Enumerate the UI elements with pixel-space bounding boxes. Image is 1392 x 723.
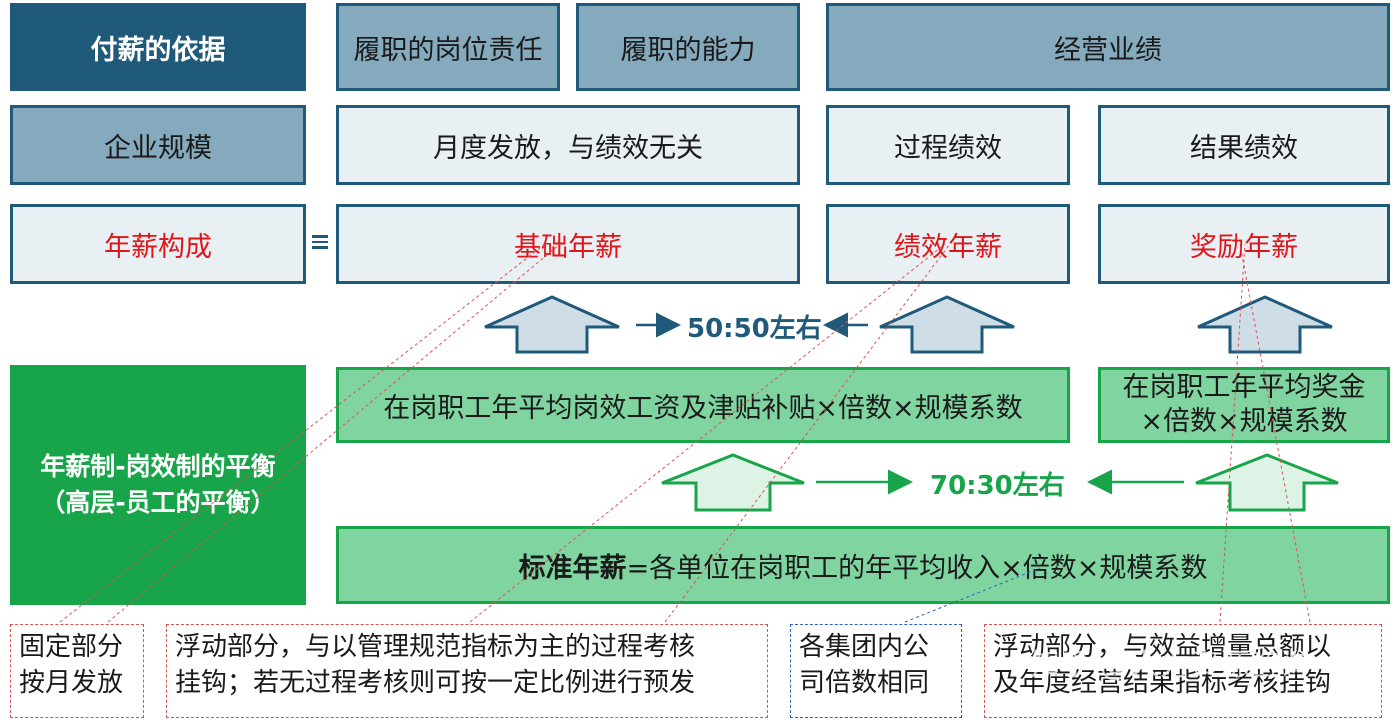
standard-salary-box: 标准年薪=各单位在岗职工的年平均收入×倍数×规模系数 xyxy=(336,526,1390,604)
connector-process-1 xyxy=(469,243,946,623)
connector-fixed-1 xyxy=(59,243,546,623)
performance-salary-cell: 绩效年薪 xyxy=(826,204,1070,284)
connector-result-1 xyxy=(1219,243,1246,623)
note-process-part: 浮动部分，与以管理规范指标为主的过程考核 挂钩；若无过程考核则可按一定比例进行预… xyxy=(166,624,768,718)
up-arrow-base xyxy=(484,295,620,354)
formula-right-line1: 在岗职工年平均奖金 xyxy=(1122,372,1366,403)
ability-header: 履职的能力 xyxy=(576,3,800,91)
process-performance-cell: 过程绩效 xyxy=(826,105,1070,185)
balance-label: 年薪制-岗效制的平衡 （高层-员工的平衡） xyxy=(10,365,306,605)
note-result-line2: 及年度经营结果指标考核挂钩 xyxy=(993,668,1332,698)
base-salary-cell: 基础年薪 xyxy=(336,204,800,284)
note-result-part: 浮动部分，与效益增量总额以 及年度经营结果指标考核挂钩 xyxy=(984,624,1382,718)
result-performance-cell: 结果绩效 xyxy=(1098,105,1390,185)
formula-right-line2: ×倍数×规模系数 xyxy=(1140,406,1348,437)
note-fixed-line1: 固定部分 xyxy=(19,632,124,662)
performance-header: 经营业绩 xyxy=(826,3,1390,91)
equals-icon xyxy=(312,235,328,249)
annual-salary-label: 年薪构成 xyxy=(10,204,306,284)
up-arrow-reward xyxy=(1197,295,1333,354)
note-multiplier-line2: 司倍数相同 xyxy=(799,668,930,698)
connector-fixed-2 xyxy=(107,243,561,623)
standard-salary-rest: =各单位在岗职工的年平均收入×倍数×规模系数 xyxy=(626,552,1208,584)
up-arrow-green-right xyxy=(1195,453,1339,512)
balance-line1: 年薪制-岗效制的平衡 xyxy=(40,452,276,481)
balance-line2: （高层-员工的平衡） xyxy=(40,488,276,517)
ratio-70-30: 70:30左右 xyxy=(930,471,1065,501)
note-fixed-line2: 按月发放 xyxy=(19,668,124,698)
note-process-line1: 浮动部分，与以管理规范指标为主的过程考核 xyxy=(175,632,696,662)
formula-left: 在岗职工年平均岗效工资及津贴补贴×倍数×规模系数 xyxy=(336,367,1070,443)
scale-label: 企业规模 xyxy=(10,105,306,185)
connector-process-2 xyxy=(664,243,951,623)
formula-right: 在岗职工年平均奖金 ×倍数×规模系数 xyxy=(1098,367,1390,443)
note-multiplier: 各集团内公 司倍数相同 xyxy=(790,624,962,718)
position-responsibility-header: 履职的岗位责任 xyxy=(336,3,560,91)
ratio-50-50: 50:50左右 xyxy=(687,314,822,344)
note-result-line1: 浮动部分，与效益增量总额以 xyxy=(993,632,1332,662)
note-fixed-part: 固定部分 按月发放 xyxy=(10,624,144,718)
connector-result-2 xyxy=(1239,243,1311,623)
connector-multiplier xyxy=(904,567,1041,623)
monthly-pay-cell: 月度发放，与绩效无关 xyxy=(336,105,800,185)
note-process-line2: 挂钩；若无过程考核则可按一定比例进行预发 xyxy=(175,668,696,698)
note-multiplier-line1: 各集团内公 xyxy=(799,632,930,662)
watermark: 知乎 @人力资源咨询 xyxy=(1030,648,1310,683)
up-arrow-performance xyxy=(879,295,1015,354)
reward-salary-cell: 奖励年薪 xyxy=(1098,204,1390,284)
basis-label: 付薪的依据 xyxy=(10,3,306,91)
standard-salary-bold: 标准年薪 xyxy=(518,552,627,584)
up-arrow-green-left xyxy=(661,453,805,512)
